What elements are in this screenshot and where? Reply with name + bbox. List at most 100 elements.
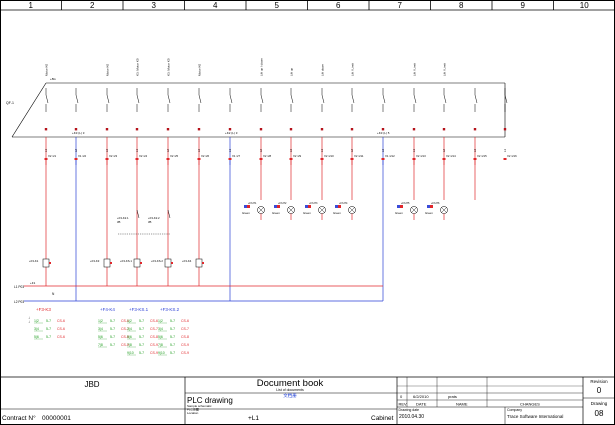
ref-row-contact: 3|4 — [127, 327, 132, 331]
contact-tag: +F3-K2.2 — [148, 216, 160, 220]
rev-row-name: prats — [448, 394, 457, 399]
relay-coil — [103, 258, 111, 268]
ref-row-contact: 1|2 — [127, 319, 132, 323]
terminal-block — [412, 158, 416, 160]
ref-row-page: CS-6 — [121, 319, 129, 323]
ref-row-page: CS-6 — [57, 319, 65, 323]
terminal-marker — [166, 128, 170, 131]
phase-label: L1 — [503, 148, 507, 152]
rev-row-date: 6/2/2010 — [413, 394, 429, 399]
ref-row-contact: 3|4 — [158, 327, 163, 331]
signal-lamp-cross — [411, 207, 417, 213]
signal-lamp-label: Green — [395, 211, 403, 215]
signal-lamp-tag: +F3-H2 — [278, 202, 287, 205]
terminal-block — [74, 158, 78, 160]
signal-lamp-tag: +F3-H3 — [309, 202, 318, 205]
switch-contact — [443, 94, 447, 104]
signal-lamp-marker — [397, 205, 400, 208]
phase-label: L2 — [166, 148, 170, 152]
company-value: Trace Software International — [507, 414, 563, 419]
relay-tag: +F3-K3 — [90, 259, 100, 263]
drawing-value: 08 — [595, 409, 604, 418]
vertical-label: Motor K0 — [106, 63, 110, 76]
document-subtitle: List of documents — [276, 388, 304, 392]
revision-value: 0 — [597, 386, 602, 395]
ref-row-page: CS-9 — [150, 343, 158, 347]
switch-contact — [167, 94, 171, 104]
rev-header-rev: REV. — [399, 402, 408, 407]
relay-coil — [133, 258, 141, 268]
contract-label: Contract N° — [2, 414, 36, 422]
phase-label: L1 — [412, 148, 416, 152]
relay-marker — [49, 262, 51, 264]
terminal-label: X2 1/1 — [48, 154, 57, 158]
drawing-subtitle-cn: PLC示图 — [187, 408, 199, 412]
phase-label: L2 — [442, 148, 446, 152]
ref-row-terminal: 5-7 — [110, 327, 115, 331]
column-number: 7 — [398, 1, 403, 10]
ref-row-terminal: 5-7 — [46, 319, 51, 323]
relay-marker — [171, 262, 173, 264]
ref-row-contact: 9|10 — [158, 351, 165, 355]
phase-label: L3 — [473, 148, 477, 152]
ref-row-contact: 5|6 — [98, 335, 103, 339]
signal-lamp-cross — [258, 207, 264, 213]
bus-label: +F1 — [30, 281, 36, 285]
ref-row-contact: 5|6 — [34, 335, 39, 339]
ref-row-contact: 7|8 — [158, 343, 163, 347]
ref-row-page: CS-7 — [181, 327, 189, 331]
terminal-block — [473, 158, 477, 160]
ref-row-contact: 3|4 — [98, 327, 103, 331]
signal-lamp-marker — [427, 205, 430, 208]
terminal-label: X1 1/12 — [385, 154, 395, 158]
ref-group-title: +F3-KS.2 — [160, 307, 180, 312]
terminal-marker — [228, 128, 232, 131]
document-title: Document book — [257, 378, 324, 389]
signal-lamp-marker — [247, 205, 250, 208]
terminal-marker — [44, 128, 48, 131]
switch-contact — [504, 94, 508, 104]
ref-row-terminal: 5-7 — [139, 335, 144, 339]
ref-row-contact: 3|4 — [34, 327, 39, 331]
column-number: 5 — [275, 1, 280, 10]
column-number: 10 — [580, 1, 589, 10]
location-label: Location — [187, 411, 199, 415]
phase-label: L2 — [259, 148, 263, 152]
phase-label: L3 — [381, 148, 385, 152]
ref-row-terminal: 5-7 — [110, 335, 115, 339]
ref-row-terminal: 5-7 — [170, 319, 175, 323]
terminal-marker — [412, 128, 416, 131]
terminal-block — [105, 158, 109, 160]
terminal-marker — [135, 128, 139, 131]
terminal-label: X2 1/13 — [416, 154, 426, 158]
column-number: 3 — [152, 1, 157, 10]
signal-lamp-label: Green — [272, 211, 280, 215]
phase-label: L1 — [320, 148, 324, 152]
contract-value: 00000001 — [42, 415, 71, 422]
phase-label: L1 — [135, 148, 139, 152]
switch-contact — [75, 94, 79, 104]
phase-label: L1 — [228, 148, 232, 152]
switch-contact — [45, 94, 49, 104]
relay-contact — [136, 209, 140, 219]
relay-marker — [202, 262, 204, 264]
ref-row-terminal: 5-7 — [46, 327, 51, 331]
vertical-label: Motor K0 — [198, 63, 202, 76]
terminal-block — [503, 158, 507, 160]
phase-label: L1 — [44, 148, 48, 152]
switch-contact — [474, 94, 478, 104]
ref-row-contact: 1|2 — [98, 319, 103, 323]
terminal-label: X2 1/8 — [263, 154, 272, 158]
contact-tag: +F3-K2.1 — [117, 216, 129, 220]
ref-row-contact: 5|6 — [127, 335, 132, 339]
switch-contact — [260, 94, 264, 104]
signal-lamp-cross — [319, 207, 325, 213]
phase-label: L3 — [105, 148, 109, 152]
relay-tag: +F3-KS.1 — [120, 259, 132, 263]
ref-group-title: +F4-K4 — [100, 307, 115, 312]
cable-label: +K3 (L) 3 — [72, 131, 85, 135]
signal-lamp-marker — [277, 205, 280, 208]
